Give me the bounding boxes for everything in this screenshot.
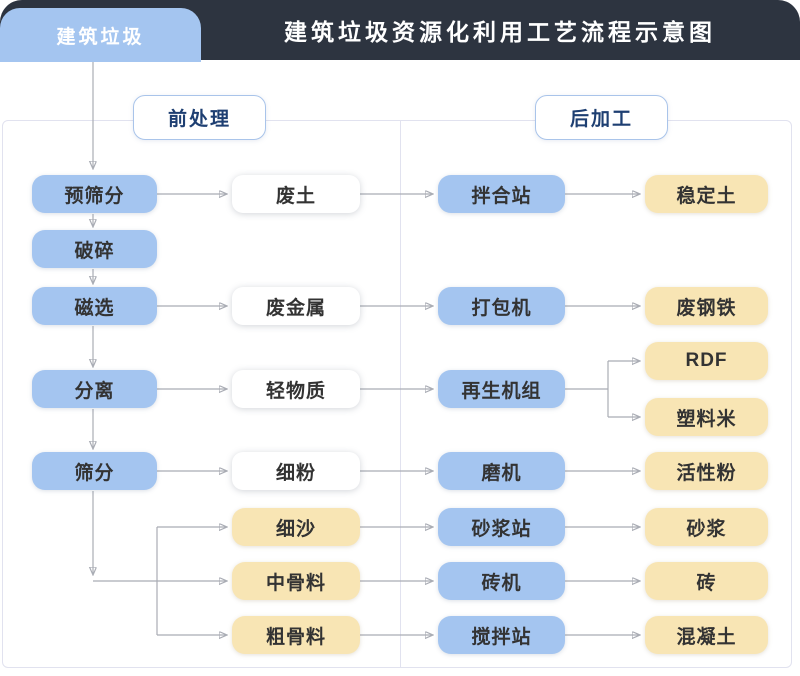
node-magnetic-separation: 磁选 [32,287,157,325]
node-light-material: 轻物质 [232,370,360,408]
node-stabilized-soil: 稳定土 [645,175,768,213]
node-crushing: 破碎 [32,230,157,268]
node-medium-aggregate: 中骨料 [232,562,360,600]
node-rdf: RDF [645,342,768,380]
node-scrap-metal: 废金属 [232,287,360,325]
page-title: 建筑垃圾资源化利用工艺流程示意图 [284,19,716,45]
node-mortar-plant: 砂浆站 [438,508,565,546]
node-active-powder: 活性粉 [645,452,768,490]
source-tab: 建筑垃圾 [0,8,201,62]
node-brick: 砖 [645,562,768,600]
node-mill: 磨机 [438,452,565,490]
node-scrap-steel: 废钢铁 [645,287,768,325]
node-regeneration-unit: 再生机组 [438,370,565,408]
node-brick-machine: 砖机 [438,562,565,600]
node-mixing-plant: 拌合站 [438,175,565,213]
node-plastic-pellets: 塑料米 [645,398,768,436]
node-concrete-batch-plant: 搅拌站 [438,616,565,654]
node-separation: 分离 [32,370,157,408]
node-baler: 打包机 [438,287,565,325]
node-fine-sand: 细沙 [232,508,360,546]
section-badge-pretreatment: 前处理 [133,95,266,140]
node-fine-powder: 细粉 [232,452,360,490]
section-badge-postprocessing: 后加工 [535,95,668,140]
node-concrete: 混凝土 [645,616,768,654]
section-divider [400,121,401,667]
node-mortar: 砂浆 [645,508,768,546]
node-screening: 筛分 [32,452,157,490]
node-coarse-aggregate: 粗骨料 [232,616,360,654]
node-pre-screening: 预筛分 [32,175,157,213]
node-waste-soil: 废土 [232,175,360,213]
